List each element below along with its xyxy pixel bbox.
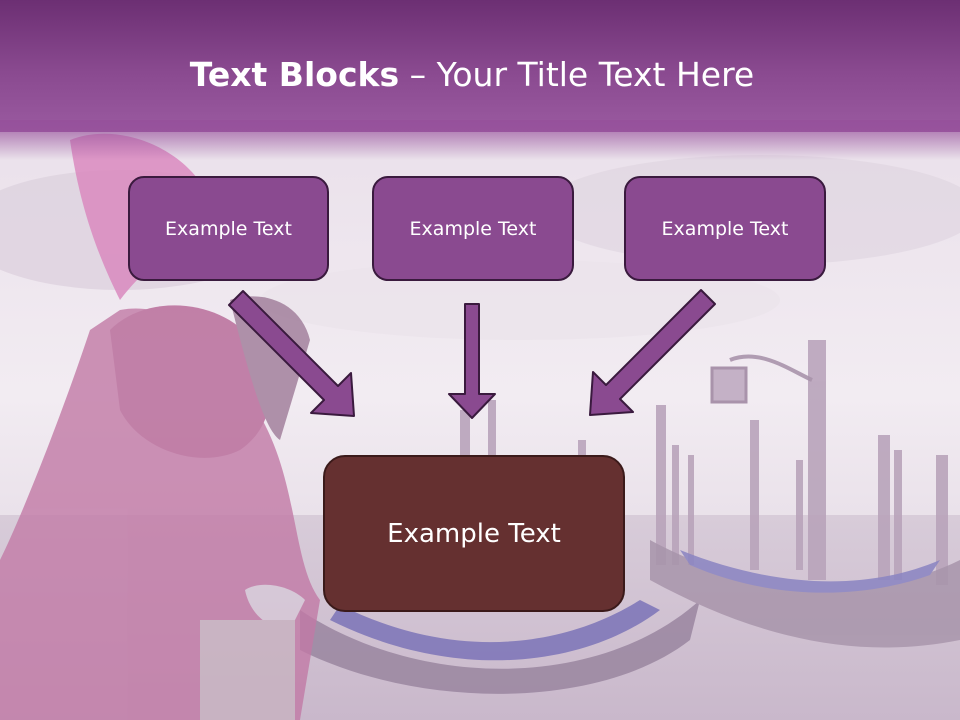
title-text: Your Title Text Here [436, 55, 755, 94]
header-band [0, 0, 960, 132]
text-block-3-label: Example Text [661, 217, 789, 240]
title-separator: – [399, 55, 437, 94]
arrow-right [589, 289, 716, 416]
main-text-block[interactable]: Example Text [323, 455, 625, 612]
text-block-1[interactable]: Example Text [128, 176, 329, 281]
title-bold: Text Blocks [189, 55, 400, 94]
text-block-1-label: Example Text [165, 217, 292, 240]
main-text-block-label: Example Text [387, 518, 561, 549]
text-block-2[interactable]: Example Text [372, 176, 574, 281]
arrow-center [448, 303, 496, 419]
arrow-left [228, 290, 355, 417]
slide-title: Text Blocks – Your Title Text Here [0, 52, 944, 98]
text-block-2-label: Example Text [409, 217, 537, 240]
text-block-3[interactable]: Example Text [624, 176, 826, 281]
header-fade [0, 120, 960, 160]
